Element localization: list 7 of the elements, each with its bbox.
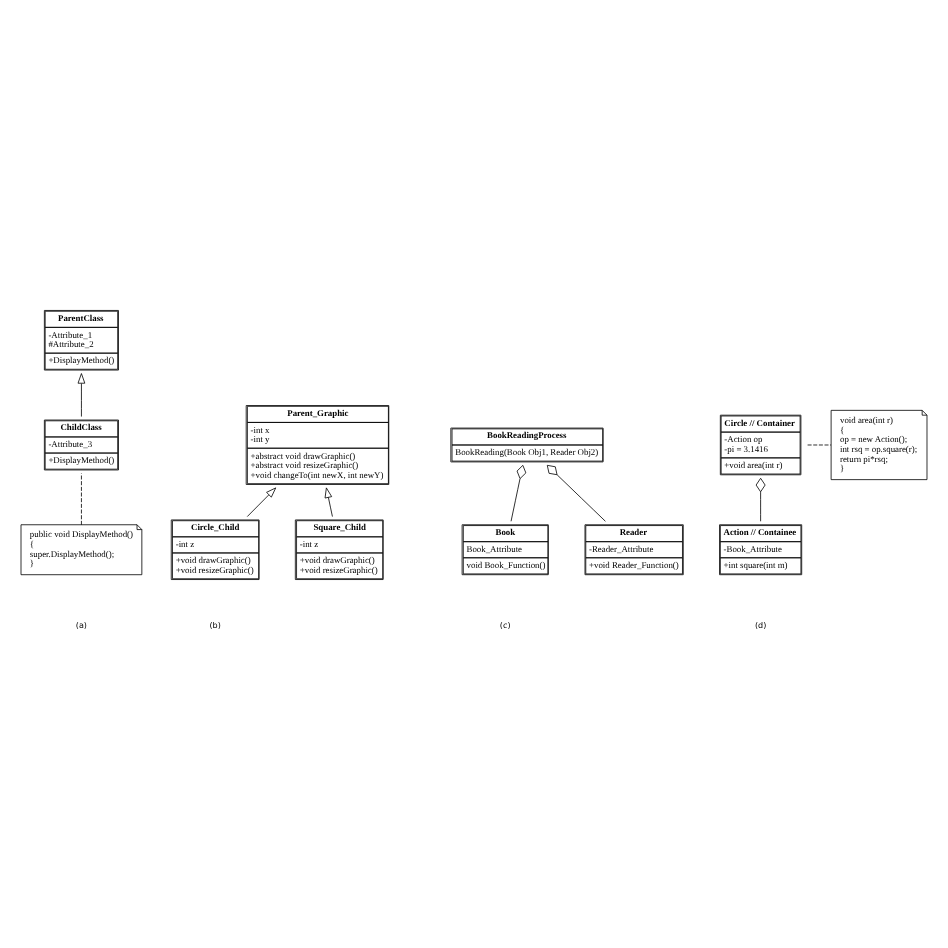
connector [546, 464, 606, 522]
connector [510, 464, 527, 522]
connector [81, 473, 82, 526]
connector [755, 477, 766, 522]
arrow [77, 373, 86, 417]
arrow [324, 487, 333, 517]
arrow [246, 487, 277, 517]
